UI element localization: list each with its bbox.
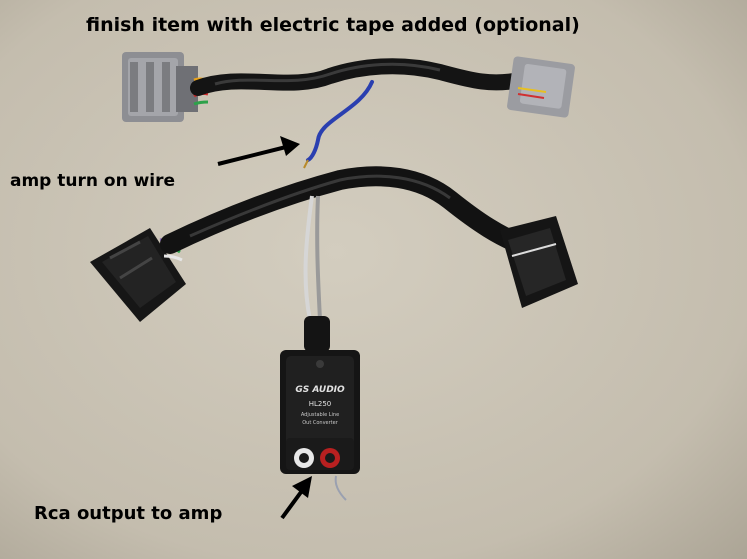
amp-turn-on-label: amp turn on wire [10, 171, 176, 191]
converter-subtitle-1: Adjustable Line [301, 412, 339, 418]
lower-harness [90, 166, 578, 322]
arrow-to-turn-on-wire [217, 136, 300, 166]
rca-output-label: Rca output to amp [34, 503, 223, 524]
arrow-to-rca [280, 476, 312, 520]
lower-right-connector [500, 216, 578, 308]
converter-model: HL250 [309, 400, 332, 408]
gray-wire-1 [303, 195, 314, 321]
gray-wire-2 [315, 195, 322, 321]
photo-caption-title: finish item with electric tape added (op… [86, 14, 580, 36]
upper-left-connector [122, 52, 198, 122]
upper-tape-bundle [190, 58, 528, 96]
rca-jacks [286, 438, 354, 470]
converter-brand: GS AUDIO [295, 385, 345, 395]
blue-turn-on-wire [306, 80, 374, 162]
upper-harness [122, 52, 575, 122]
converter-subtitle-2: Out Converter [302, 420, 339, 426]
lower-left-connector [90, 228, 186, 322]
upper-right-connector [507, 56, 575, 118]
